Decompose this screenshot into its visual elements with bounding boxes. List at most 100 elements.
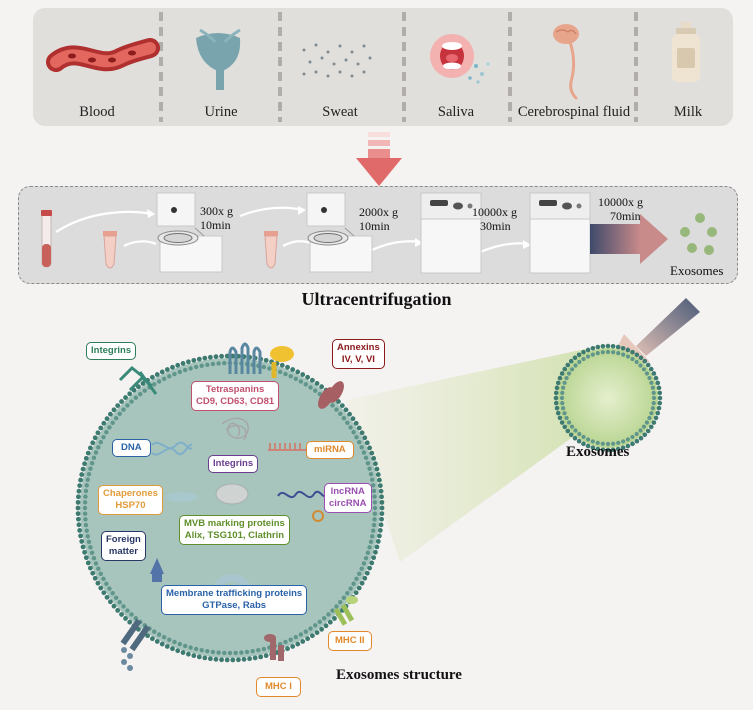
lipid-head <box>555 380 561 386</box>
lipid-head <box>374 544 380 550</box>
lipid-head <box>219 353 224 359</box>
lipid-head <box>372 500 378 505</box>
lipid-head <box>82 500 88 505</box>
lipid-head <box>77 483 83 489</box>
lipid-head <box>170 364 175 370</box>
lipid-head <box>332 616 337 621</box>
lipid-head <box>309 377 315 383</box>
lipid-head <box>191 653 197 659</box>
chaperone-protein-icon <box>166 492 198 502</box>
lipid-head <box>210 361 216 367</box>
tetraspanin-protein-icon <box>228 342 262 374</box>
lipid-head <box>576 438 582 444</box>
lipid-head <box>377 527 383 533</box>
lipid-head <box>261 364 267 370</box>
lipid-head <box>88 545 93 550</box>
lipid-head <box>353 420 359 426</box>
source-label-saliva: Saliva <box>437 104 475 120</box>
step-3-speed: 10000x g <box>472 205 517 219</box>
lipid-head <box>303 629 308 634</box>
lipid-head <box>75 511 81 517</box>
source-label-csf: Cerebrospinal fluid <box>517 104 631 120</box>
lipid-head <box>230 353 236 359</box>
lipid-head <box>345 591 350 596</box>
lipid-head <box>85 560 91 566</box>
lipid-head <box>313 388 318 393</box>
tag-chaperones: Chaperones HSP70 <box>98 485 163 515</box>
lipid-head <box>648 366 654 372</box>
lipid-head <box>87 565 93 571</box>
lipid-head <box>107 586 112 591</box>
down-arrow-icon <box>356 132 402 186</box>
exosome-particles-icon <box>680 213 717 255</box>
lipid-head <box>377 483 383 489</box>
lipid-head <box>110 420 115 425</box>
lipid-head <box>129 612 134 617</box>
lipid-head <box>378 522 384 528</box>
lipid-head <box>657 400 663 406</box>
foreign-matter-icon <box>150 558 164 582</box>
lipid-head <box>104 594 110 600</box>
lipid-head <box>123 616 128 621</box>
lipid-head <box>576 352 582 358</box>
lipid-head <box>285 646 290 652</box>
lipid-head <box>651 371 657 376</box>
lipid-head <box>372 505 378 511</box>
lipid-head <box>577 359 582 365</box>
lipid-head <box>642 358 648 364</box>
lipid-head <box>309 633 315 639</box>
lipid-head <box>372 494 377 499</box>
big-exosome-core <box>80 358 380 658</box>
lipid-head <box>341 595 347 600</box>
lipid-head <box>295 641 301 647</box>
lipid-head <box>96 445 101 450</box>
lipid-head <box>370 534 375 539</box>
lipid-head <box>308 626 313 631</box>
lipid-head <box>625 443 631 449</box>
mvb-protein-icon <box>215 483 249 505</box>
lipid-head <box>138 391 143 397</box>
lipid-head <box>638 355 644 361</box>
lipid-head <box>379 511 385 517</box>
lipid-head <box>101 434 106 440</box>
lipid-head <box>236 657 241 663</box>
lipid-head <box>323 623 329 629</box>
lipid-head <box>104 430 109 435</box>
lipid-head <box>359 445 364 450</box>
tag-mvb-title: MVB marking proteins <box>184 518 285 529</box>
annexin-protein-icon <box>318 381 344 409</box>
lipid-head <box>560 401 565 406</box>
lipid-head <box>172 371 177 377</box>
lipid-head <box>85 534 90 539</box>
benchtop-centrifuge-icon <box>156 192 223 273</box>
lipid-head <box>334 407 339 412</box>
lipid-head <box>356 571 362 577</box>
lipid-head <box>247 656 253 662</box>
lipid-head <box>113 595 119 600</box>
lipid-head <box>319 384 325 390</box>
lipid-head <box>557 415 563 421</box>
lipid-head <box>561 406 566 411</box>
step-1-label: 300x g 10min <box>200 204 233 232</box>
lipid-head <box>634 431 639 437</box>
lipid-head <box>595 344 601 350</box>
lipid-head <box>338 411 343 417</box>
tag-lncrna: lncRNA circRNA <box>324 483 372 513</box>
lipid-head <box>581 441 586 447</box>
tag-tetraspanins: Tetraspanins CD9, CD63, CD81 <box>191 381 280 411</box>
lipid-head <box>101 576 106 582</box>
lipid-head <box>620 345 626 351</box>
lipid-head <box>83 555 89 561</box>
lipid-head <box>96 566 101 571</box>
lipid-head <box>365 460 371 466</box>
lipid-head <box>279 362 285 368</box>
lipid-head <box>573 363 578 368</box>
mirna-icon <box>268 443 306 451</box>
tag-dna: DNA <box>112 439 151 457</box>
lipid-head <box>569 424 575 429</box>
lipid-head <box>159 641 165 647</box>
tag-lncrna-title: lncRNA <box>330 486 365 497</box>
lipid-head <box>113 416 119 421</box>
lipid-head <box>379 516 384 522</box>
lipid-head <box>363 555 369 561</box>
